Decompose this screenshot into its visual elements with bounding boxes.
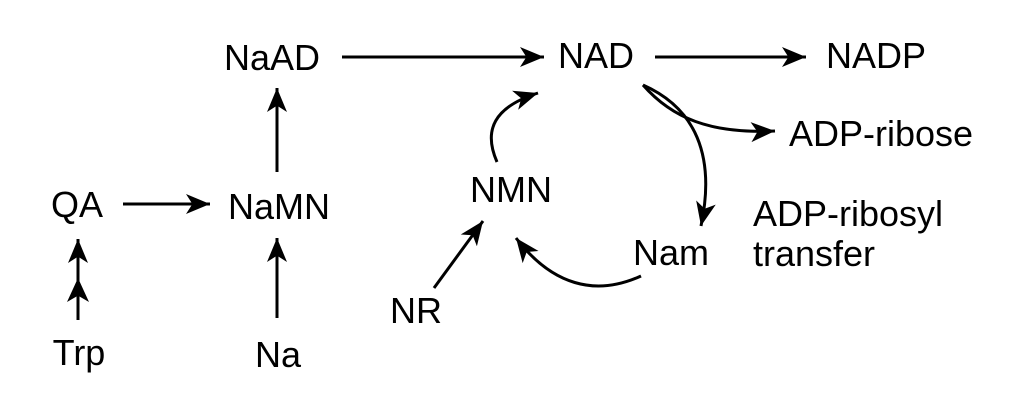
node-label-qa: QA	[50, 184, 104, 225]
arrow-nad-to-nam	[642, 83, 716, 227]
node-label-nam: Nam	[632, 232, 710, 273]
node-label-nad: NAD	[557, 35, 635, 76]
node-label-naad: NaAD	[223, 37, 321, 78]
node-label-trp: Trp	[52, 332, 106, 373]
node-label-na: Na	[254, 334, 302, 375]
annotation-line-1: ADP-ribosyl	[753, 193, 944, 234]
node-label-nmn: NMN	[470, 169, 552, 210]
arrow-trp-to-qa-mid-arrowhead	[67, 278, 89, 302]
node-label-nadp: NADP	[825, 35, 927, 76]
node-label-adp-ribose: ADP-ribose	[788, 113, 974, 154]
arrow-nad-to-adp-ribose	[641, 84, 776, 143]
node-label-nr: NR	[390, 290, 442, 331]
annotation-adp-ribosyl-transfer: ADP-ribosyl transfer	[753, 194, 943, 274]
annotation-line-2: transfer	[753, 233, 876, 274]
arrow-nr-to-nmn	[432, 220, 485, 289]
node-label-namn: NaMN	[227, 186, 331, 227]
arrow-nmn-to-nad	[489, 90, 539, 163]
arrow-nam-to-nmn	[514, 237, 642, 288]
